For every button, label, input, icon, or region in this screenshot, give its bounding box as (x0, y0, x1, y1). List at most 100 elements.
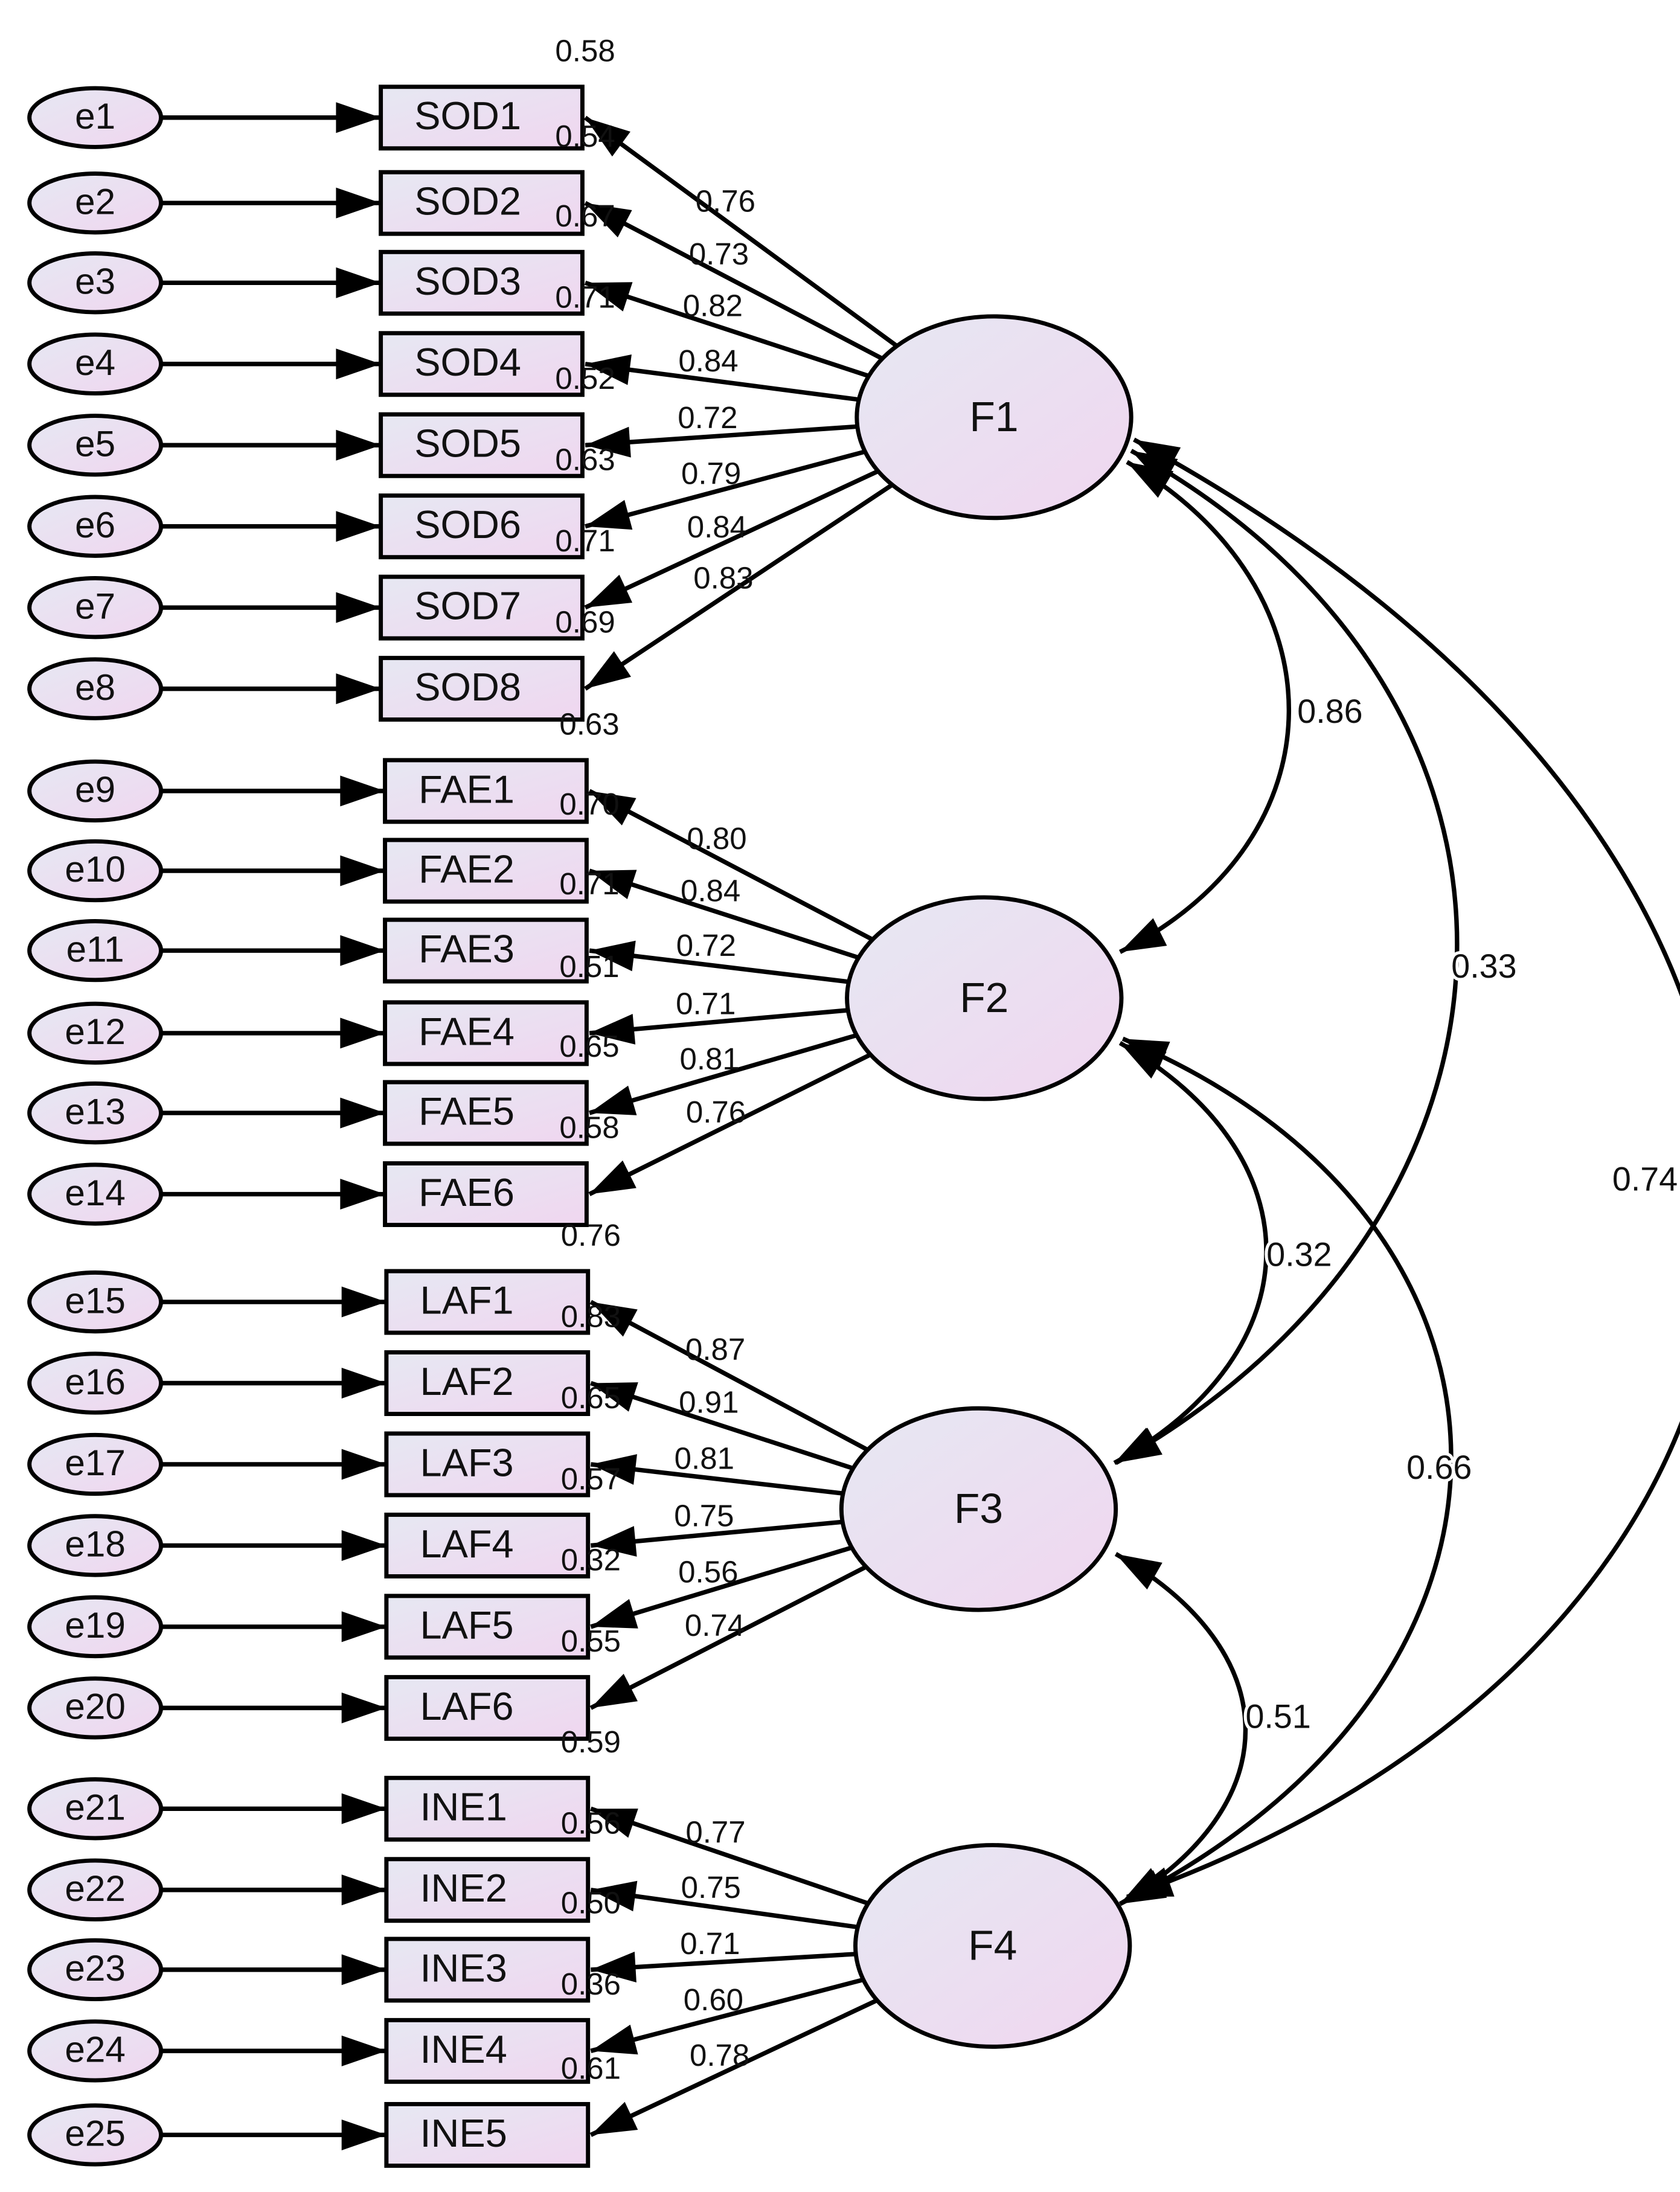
error-e23-label: e23 (65, 1947, 126, 1989)
error-e8-arrow-head (336, 673, 381, 705)
r2-sod5-value: 0.52 (555, 361, 615, 396)
loading-sod8-arrow (584, 482, 894, 691)
indicator-laf1-label: LAF1 (420, 1278, 514, 1322)
error-e14-arrow-head (340, 1179, 385, 1210)
error-e21-ellipse (27, 1777, 164, 1841)
loading-sod2-arrow (584, 200, 883, 361)
loading-fae6-value: 0.76 (686, 1095, 746, 1129)
indicator-laf4-label: LAF4 (420, 1522, 514, 1566)
loading-sod6-value: 0.79 (681, 457, 741, 491)
indicator-sod5-label: SOD5 (414, 421, 521, 466)
r2-laf3-value: 0.65 (561, 1380, 621, 1415)
r2-sod6-value: 0.63 (555, 443, 615, 477)
loading-laf6-value: 0.74 (685, 1608, 745, 1642)
r2-sod2-value: 0.54 (555, 119, 615, 153)
correlation-f1-f4-curve (1126, 437, 1680, 1899)
error-e3-ellipse (27, 251, 164, 315)
correlation-f3-f4-head-start (1115, 1554, 1162, 1590)
error-e8-ellipse (27, 657, 164, 720)
error-e21-label: e21 (65, 1787, 126, 1828)
loading-fae3-value: 0.72 (676, 928, 736, 963)
error-e19-arrow-head (341, 1611, 386, 1642)
indicator-sod6-box (379, 493, 585, 560)
loading-fae4-arrow-head (589, 1013, 636, 1045)
error-e13-ellipse (27, 1081, 164, 1145)
error-e22-ellipse (27, 1858, 164, 1921)
r2-laf6-value: 0.55 (561, 1624, 621, 1658)
error-e24-ellipse (27, 2019, 164, 2083)
error-e1-arrow-head (336, 102, 381, 133)
indicator-ine5-box (384, 2101, 591, 2168)
loading-ine5-arrow (589, 1998, 878, 2137)
error-e23-ellipse (27, 1938, 164, 2002)
r2-laf4-value: 0.57 (561, 1461, 621, 1496)
loading-laf5-arrow (590, 1545, 853, 1629)
r2-sod8-value: 0.69 (555, 604, 615, 639)
error-e1-label: e1 (75, 95, 115, 136)
error-e4-arrow-head (336, 348, 381, 380)
indicator-laf2-label: LAF2 (420, 1359, 514, 1403)
indicator-sod1-box (379, 85, 585, 151)
indicator-fae5-box (383, 1080, 589, 1146)
error-e18-label: e18 (65, 1524, 126, 1565)
indicator-sod4-box (379, 331, 585, 397)
error-e16-ellipse (27, 1351, 164, 1415)
error-e11-label: e11 (66, 928, 124, 969)
error-e7-ellipse (27, 575, 164, 639)
error-e10-label: e10 (65, 848, 126, 889)
error-e14-ellipse (27, 1162, 164, 1226)
indicator-ine4-label: INE4 (420, 2027, 507, 2071)
indicator-ine1-box (384, 1775, 591, 1842)
indicator-laf3-label: LAF3 (420, 1440, 514, 1484)
factor-f2-ellipse (845, 895, 1124, 1101)
loading-sod7-value: 0.84 (687, 510, 747, 544)
indicator-fae6-label: FAE6 (418, 1170, 515, 1214)
error-e2-label: e2 (75, 181, 115, 222)
labels-layer: 0.760.580.730.540.820.670.840.710.720.52… (555, 34, 1680, 2086)
error-e1-ellipse (27, 86, 164, 149)
correlation-f2-f4-head-start (1123, 1039, 1170, 1071)
indicator-sod4-label: SOD4 (414, 340, 521, 384)
loading-laf4-arrow-head (591, 1526, 637, 1557)
indicator-ine5-label: INE5 (420, 2111, 507, 2155)
indicator-laf5-label: LAF5 (420, 1603, 514, 1647)
loading-sod3-value: 0.82 (683, 288, 743, 322)
indicator-fae1-box (383, 758, 589, 824)
indicator-laf1-box (384, 1269, 591, 1335)
loading-sod7-arrow (584, 469, 879, 610)
loading-laf1-value: 0.87 (685, 1332, 745, 1367)
indicator-sod8-label: SOD8 (414, 665, 521, 709)
r2-laf2-value: 0.83 (561, 1299, 621, 1333)
error-e22-label: e22 (65, 1868, 126, 1909)
indicator-sod7-box (379, 574, 585, 641)
loading-ine4-arrow-head (591, 2024, 638, 2055)
loading-ine1-value: 0.77 (685, 1815, 745, 1850)
loading-sod8-value: 0.83 (693, 560, 753, 595)
indicator-sod7-label: SOD7 (414, 584, 521, 628)
error-e5-arrow-head (336, 429, 381, 461)
r2-ine5-value: 0.61 (561, 2051, 621, 2085)
loading-sod4-value: 0.84 (678, 344, 738, 378)
error-e15-ellipse (27, 1270, 164, 1334)
error-e13-arrow-head (340, 1097, 385, 1129)
error-e15-label: e15 (65, 1280, 126, 1321)
error-e11-arrow-head (340, 935, 385, 966)
loading-fae5-value: 0.81 (680, 1042, 740, 1076)
loading-sod6-arrow-head (585, 499, 633, 530)
error-e24-arrow-head (341, 2035, 386, 2066)
error-e23-arrow-head (341, 1954, 386, 1985)
r2-ine4-value: 0.36 (561, 1967, 621, 2001)
error-e6-arrow-head (336, 511, 381, 542)
edges-layer (161, 102, 1680, 2150)
factor-f2-label: F2 (960, 974, 1008, 1021)
correlation-f3-f4-value: 0.51 (1246, 1698, 1311, 1735)
loading-fae6-arrow (588, 1053, 872, 1196)
indicator-fae3-label: FAE3 (418, 927, 515, 971)
error-e16-arrow-head (341, 1368, 386, 1399)
error-e13-label: e13 (65, 1091, 126, 1132)
loading-fae1-arrow (588, 789, 874, 942)
correlation-f1-f2-head-end (1120, 918, 1167, 952)
error-e8-label: e8 (75, 667, 115, 708)
correlation-f2-f4-curve (1119, 1036, 1454, 1906)
indicator-sod2-box (379, 170, 585, 236)
